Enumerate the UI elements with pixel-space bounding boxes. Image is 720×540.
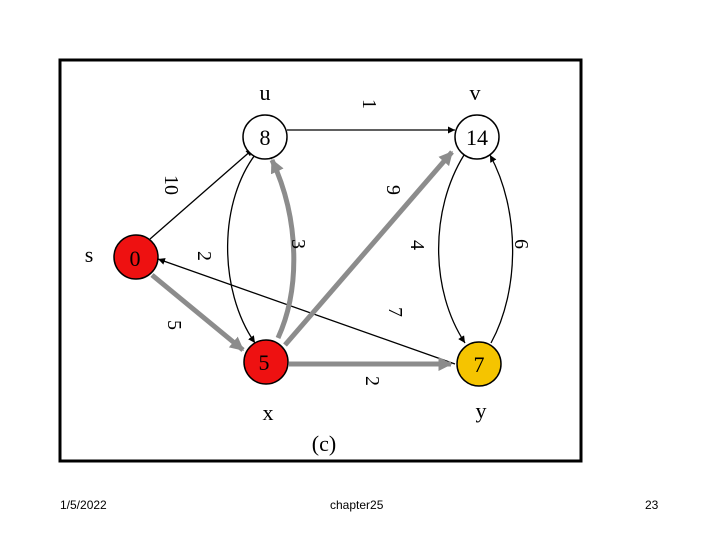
node-u-value: 8 (260, 125, 271, 150)
weight-x-u: 3 (287, 239, 309, 249)
footer-page-number: 23 (645, 498, 659, 512)
edge-s-u (149, 148, 254, 240)
weight-s-x: 5 (163, 320, 185, 330)
node-v-circle (454, 114, 500, 160)
node-y: 7 (456, 341, 502, 387)
node-u: 8 (242, 114, 288, 160)
weight-x-y: 2 (361, 376, 383, 386)
weight-v-y: 4 (406, 240, 428, 250)
edge-y-s (157, 258, 456, 365)
edge-x-u (269, 158, 297, 340)
node-y-value: 7 (474, 352, 485, 377)
weight-y-s: 7 (384, 307, 406, 317)
node-x-circle (243, 339, 289, 385)
node-x: 5 (243, 339, 289, 385)
footer-date: 1/5/2022 (60, 498, 107, 512)
weight-u-x: 2 (193, 251, 215, 261)
footer-chapter: chapter25 (330, 498, 384, 512)
node-s: 0 (113, 234, 159, 280)
node-s-label: s (85, 242, 94, 267)
weight-u-v: 1 (358, 99, 380, 109)
weight-y-v: 6 (510, 239, 532, 249)
node-s-circle (113, 234, 159, 280)
node-u-circle (242, 114, 288, 160)
edge-u-x (227, 150, 259, 344)
weight-x-v: 9 (382, 185, 404, 195)
node-x-label: x (263, 400, 274, 425)
node-s-value: 0 (130, 246, 141, 271)
edge-s-x (150, 273, 245, 352)
edge-y-v (489, 154, 514, 344)
node-u-label: u (260, 80, 271, 105)
node-v-label: v (470, 80, 481, 105)
node-y-label: y (476, 398, 487, 423)
edge-x-v (283, 150, 454, 347)
node-y-circle (456, 341, 502, 387)
node-v-value: 14 (466, 125, 488, 150)
figure-frame (58, 58, 583, 463)
node-x-value: 5 (259, 350, 270, 375)
figure-caption: (c) (312, 431, 336, 456)
edge-v-y (438, 154, 466, 344)
weight-s-u: 10 (160, 175, 182, 195)
node-v: 14 (454, 114, 500, 160)
